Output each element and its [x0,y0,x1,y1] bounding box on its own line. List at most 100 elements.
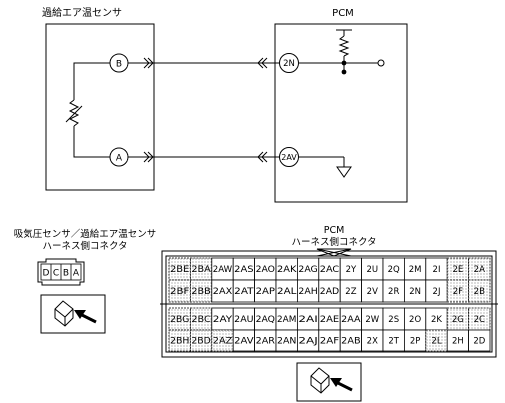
pcm-connector-title-2: ハーネス側コネクタ [291,236,376,248]
pcm-pin-cell: 2AZ [211,329,234,352]
pcm-pin-label: 2AR [256,337,275,347]
pcm-pin-cell: 2R [382,279,405,303]
pcm-internal-circuit [299,29,378,178]
left-connector-pin: D [43,269,50,279]
thermistor-circuit [65,62,110,158]
left-connector-title-2: ハーネス側コネクタ [42,240,127,252]
pcm-pin-label: 2AT [234,287,254,297]
pcm-pin-label: 2AA [341,315,361,325]
pcm-pin-cell: 2AI [296,307,320,331]
pcm-pin-label: 2AP [256,287,275,297]
pcm-pin-cell: 2AC [318,257,341,281]
pcm-pin-cell: 2S [382,307,405,331]
pcm-pin-label: 2AQ [256,315,276,325]
pcm-pin-label: 2X [367,337,378,347]
pcm-pin-cell: 2BF [168,279,191,303]
pcm-pin-label: 2F [453,287,463,297]
pcm-pin-cell: 2B [468,279,491,303]
pcm-pin-label: 2AD [320,287,340,297]
pcm-pin-label: 2AN [277,337,296,347]
sensor-title: 過給エア温センサ [42,6,122,19]
pcm-pin-label: 2BG [170,315,189,325]
pcm-pin-cell: 2AQ [254,307,277,331]
pcm-pin-label: 2R [388,287,399,297]
pcm-pin-cell: 2AP [254,279,277,303]
pcm-pin-2n-label: 2N [283,59,295,69]
pcm-pin-label: 2BB [191,287,211,297]
pcm-pin-cell: 2AK [275,257,298,281]
pcm-pin-label: 2AU [234,315,253,325]
pcm-pin-cell: 2J [425,279,448,303]
pcm-pin-label: 2AV [234,337,254,347]
sensor-box [45,23,155,191]
pcm-pin-label: 2AI [298,315,317,325]
pcm-pin-label: 2L [431,337,441,347]
pcm-pin-label: 2H [452,337,464,347]
pcm-pin-cell: 2N [403,279,427,303]
pcm-pin-label: 2BH [170,337,189,347]
left-connector-pin: B [63,269,69,279]
pcm-pin-2av: 2AV [279,147,299,167]
pcm-pin-cell: 2AR [254,329,277,352]
pcm-pin-cell-box [189,279,213,303]
pcm-pin-2av-label: 2AV [281,153,297,162]
pcm-pin-cell: 2AB [339,329,363,352]
pcm-pin-cell: 2U [361,257,384,281]
pcm-pin-cell-box [468,279,491,303]
pcm-pin-cell: 2AU [232,307,255,331]
pcm-pin-cell: 2I [425,257,448,281]
pcm-pin-cell: 2BH [168,329,191,352]
pcm-pin-label: 2B [474,287,485,297]
pcm-pin-label: 2K [431,315,442,325]
sensor-pin-a: A [109,147,129,167]
pcm-pin-label: 2D [473,337,485,347]
pcm-pin-label: 2G [452,315,464,325]
pcm-pin-label: 2AZ [213,337,233,347]
pcm-pin-cell: 2AJ [296,329,320,352]
pcm-pin-cell: 2AL [275,279,298,303]
pcm-pin-cell: 2AA [339,307,363,331]
pcm-pin-label: 2AY [213,315,233,325]
pcm-pin-cell: 2BA [189,257,213,281]
pcm-pin-label: 2AG [298,265,317,275]
pcm-pin-label: 2Q [388,265,400,275]
pcm-pin-label: 2W [365,315,379,325]
pcm-pin-label: 2E [453,265,464,275]
pcm-pin-label: 2BE [170,265,189,275]
pcm-pin-cell: 2BD [189,329,213,352]
pcm-pin-label: 2AL [277,287,297,297]
pcm-pin-label: 2A [474,265,485,275]
pcm-pin-label: 2S [388,315,399,325]
pcm-pin-label: 2T [388,337,399,347]
pcm-pin-cell: 2H [446,329,470,352]
pcm-pin-cell: 2E [446,257,470,281]
pcm-pin-label: 2AJ [298,337,317,347]
pcm-junction-dot [341,60,347,66]
pcm-pin-label: 2O [409,315,421,325]
pcm-pin-cell: 2D [468,329,491,352]
pcm-pin-label: 2AK [277,265,297,275]
pcm-pin-label: 2BF [170,287,190,297]
pcm-pin-label: 2BC [191,315,210,325]
pcm-output-terminal [377,59,385,67]
pcm-junction-dot [341,69,347,75]
pcm-pin-label: 2AW [213,265,233,275]
pcm-pin-label: 2Z [345,287,356,297]
pcm-pin-cell: 2AH [296,279,320,303]
pcm-pin-cell: 2L [425,329,448,352]
pcm-title: PCM [332,8,354,19]
pcm-pin-cell-box [468,329,491,352]
pcm-pin-cell: 2AO [254,257,277,281]
pcm-pin-cell: 2AN [275,329,298,352]
pcm-pin-cell-box [168,279,191,303]
pcm-pin-label: 2AS [234,265,253,275]
left-connector-pin: C [53,269,59,279]
pcm-pin-cell: 2K [425,307,448,331]
pcm-pin-label: 2J [433,287,441,297]
pcm-pin-cell: 2AX [211,279,234,303]
pcm-pin-label: 2BD [191,337,211,347]
pcm-pin-cell: 2AT [232,279,255,303]
pcm-pin-label: 2M [409,265,422,275]
pcm-pin-cell: 2A [468,257,491,281]
pcm-pin-cell: 2BG [168,307,191,331]
